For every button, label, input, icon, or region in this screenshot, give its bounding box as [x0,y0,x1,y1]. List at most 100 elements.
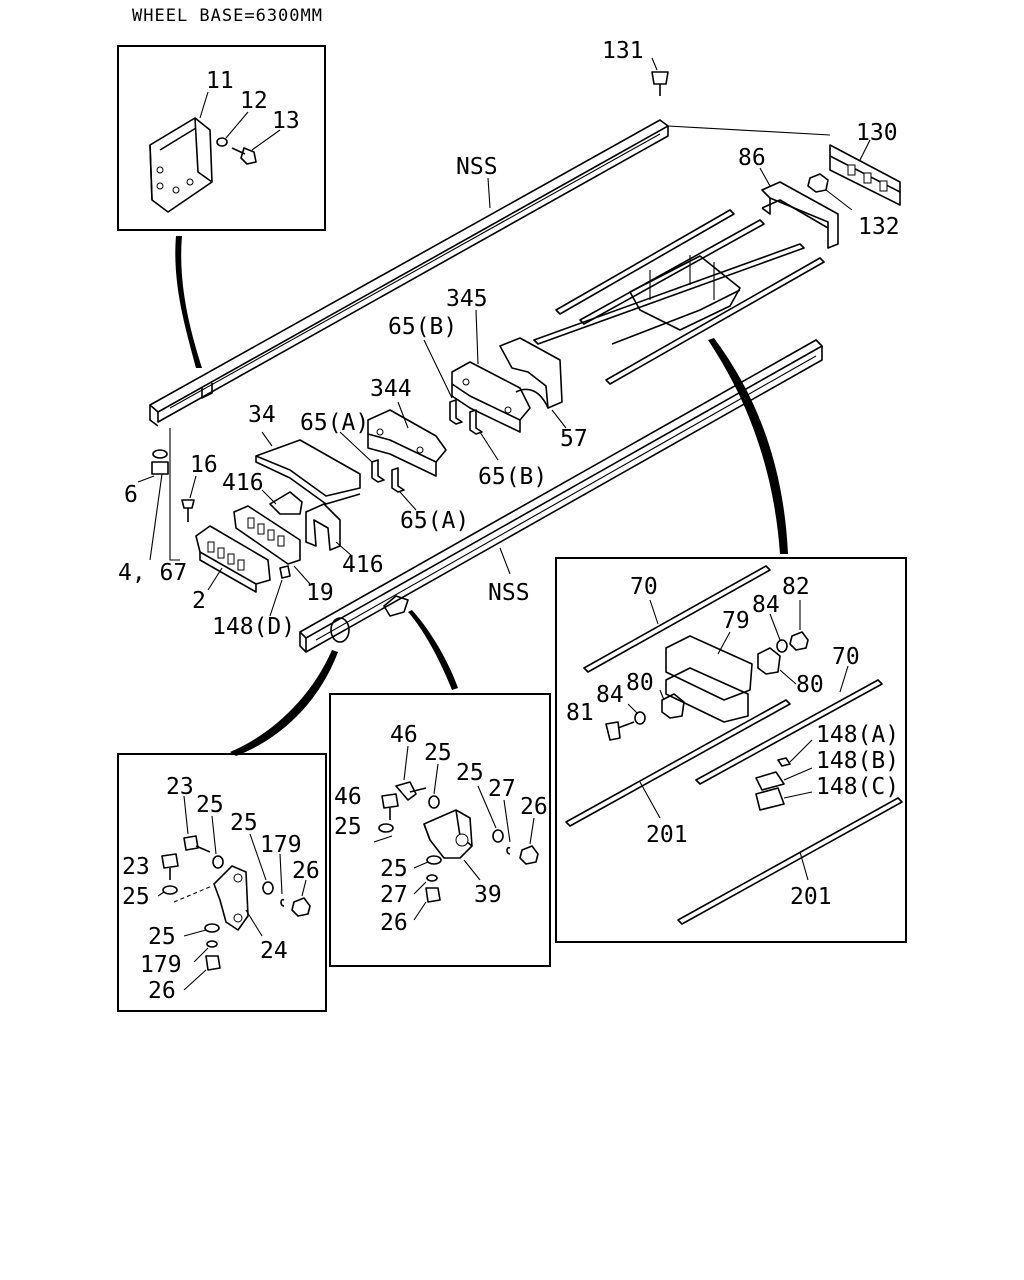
callout-26-right-left: 26 [292,858,320,884]
fasteners-6-4-67: 6 4, 67 [118,449,187,586]
callout-4-67: 4, 67 [118,560,187,586]
bolt-13 [231,147,257,165]
crossmember-344: 344 [367,376,447,477]
washer-25-a [428,795,440,809]
crossmember-19: 19 [233,505,334,606]
washer-25-bottom [204,923,220,933]
shim-148c [755,787,785,811]
crossmember-34: 34 [248,402,361,505]
pointer-inset-bottom-left [230,650,338,756]
shim-148a [777,757,791,767]
callout-82: 82 [782,574,810,600]
inset-bracket-mount: 11 12 13 [117,45,326,231]
pin-179-top [280,898,285,907]
clip-80-right [757,647,781,675]
callout-201-bottom: 201 [790,884,832,910]
shim-148b [755,771,785,791]
inset-frame-left [117,753,327,1012]
label-nss-top: NSS [456,154,498,180]
pointer-inset-right [708,338,788,554]
callout-70-top: 70 [630,574,658,600]
clips-65b: 65(B) 65(B) [388,314,547,490]
crossmember-345: 345 57 [446,286,588,452]
plate-79 [665,635,753,701]
callout-46-top: 46 [390,722,418,748]
callout-23-top: 23 [166,774,194,800]
label-nss-bottom: NSS [488,580,530,606]
callout-84-mid: 84 [596,682,624,708]
clips-65a: 65(A) 65(A) [300,410,469,534]
crossmember-rear: 131 130 132 86 [602,38,901,249]
callout-25-b: 25 [456,760,484,786]
callout-65a-top: 65(A) [300,410,369,436]
callout-84-top: 84 [752,592,780,618]
bolt-81 [605,721,621,741]
callout-80-right: 80 [796,672,824,698]
washer-25-left-side [162,885,178,895]
callout-25-d: 25 [380,856,408,882]
washer-25-b-left [262,881,274,895]
callout-16: 16 [190,452,218,478]
plate-70-top [583,565,771,673]
washer-25-left [378,823,394,833]
crossmember-2: 2 16 148(D) [181,452,295,640]
plate-201-upper [565,699,791,827]
bolt-23-left [161,853,179,869]
callout-130: 130 [856,120,898,146]
bolt-46-top [395,781,417,801]
callout-25-c: 25 [334,814,362,840]
callout-6: 6 [124,482,138,508]
callout-131: 131 [602,38,644,64]
nut-82 [789,631,809,651]
callout-148a: 148(A) [816,722,899,748]
bracket-39 [423,809,473,859]
callout-79: 79 [722,608,750,634]
callout-80-left: 80 [626,670,654,696]
nut-26-bottom [425,887,441,903]
inset-frame-center [329,693,551,967]
callout-34: 34 [248,402,276,428]
callout-39: 39 [474,882,502,908]
callout-201-left: 201 [646,822,688,848]
callout-25-a-left: 25 [196,792,224,818]
clip-80-left [661,693,685,719]
inset-shackle: 23 25 23 25 24 25 179 26 25 179 26 [117,753,327,1012]
callout-132: 132 [858,214,900,240]
callout-148b: 148(B) [816,748,899,774]
callout-26-bottom-left: 26 [148,978,176,1004]
callout-25-b-left: 25 [230,810,258,836]
plate-201-lower [677,797,903,925]
callout-25-left: 25 [122,884,150,910]
washer-25-d [426,855,442,865]
inset-frame-top-left [117,45,326,231]
inset-frame-right [555,557,907,943]
nut-26-bottom-left [205,955,221,971]
callout-416-right: 416 [342,552,384,578]
plate-70-right [695,679,883,785]
callout-70-right: 70 [832,644,860,670]
callout-23-left: 23 [122,854,150,880]
nut-26-right-left [291,897,311,917]
callout-11: 11 [206,68,234,94]
callout-13: 13 [272,108,300,134]
callout-24: 24 [260,938,288,964]
callout-179-bottom: 179 [140,952,182,978]
callout-148c: 148(C) [816,774,899,800]
washer-84-top [776,639,788,653]
callout-65b-bottom: 65(B) [478,464,547,490]
callout-86: 86 [738,145,766,171]
inset-reinforcement: 70 79 80 80 84 82 84 81 70 201 201 148(A… [555,557,907,943]
brackets-416: 416 416 [222,470,384,578]
callout-179-top: 179 [260,832,302,858]
washer-25-b [492,829,504,843]
callout-26-bottom: 26 [380,910,408,936]
pointer-inset-bottom-center [408,610,458,690]
callout-65b-top: 65(B) [388,314,457,340]
callout-25-bottom: 25 [148,924,176,950]
bracket-11 [149,117,213,213]
pin-179-bottom [206,940,218,948]
shackle-24 [213,865,249,931]
nut-26-right [519,845,539,865]
washer-84-mid [634,711,646,725]
